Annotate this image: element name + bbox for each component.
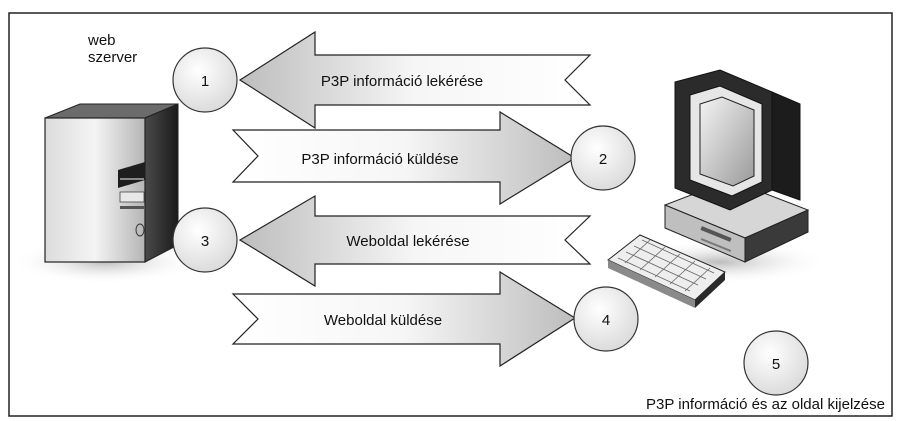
step-1-arrow: P3P információ lekérése xyxy=(238,30,592,130)
step-2-number: 2 xyxy=(599,151,607,168)
step-5-circle: 5 xyxy=(743,330,809,396)
step-4-arrow: Weboldal küldése xyxy=(231,270,577,368)
server-label-line-1: web xyxy=(88,32,116,49)
server-icon xyxy=(10,103,200,284)
server-label: web szerver xyxy=(88,32,137,66)
diagram-frame xyxy=(8,12,893,417)
step-3-label: Weboldal lekérése xyxy=(346,233,469,250)
computer-icon xyxy=(607,69,830,308)
server-label-line-2: szerver xyxy=(88,49,138,66)
step-3-arrow: Weboldal lekérése xyxy=(238,194,592,288)
step-1-label: P3P információ lekérése xyxy=(321,73,483,90)
step-5-number: 5 xyxy=(772,356,780,373)
step-1-number: 1 xyxy=(201,73,209,90)
step-2-label: P3P információ küldése xyxy=(301,151,458,168)
step-3-circle: 3 xyxy=(172,207,238,273)
step-1-circle: 1 xyxy=(172,47,238,113)
step-4-label: Weboldal küldése xyxy=(324,312,442,329)
step-2-arrow: P3P információ küldése xyxy=(231,110,577,206)
step-3-number: 3 xyxy=(201,233,209,250)
step-5-label: P3P információ és az oldal kijelzése xyxy=(646,396,885,413)
step-4-circle: 4 xyxy=(573,286,639,352)
step-4-number: 4 xyxy=(602,312,610,329)
step-2-circle: 2 xyxy=(570,125,636,191)
